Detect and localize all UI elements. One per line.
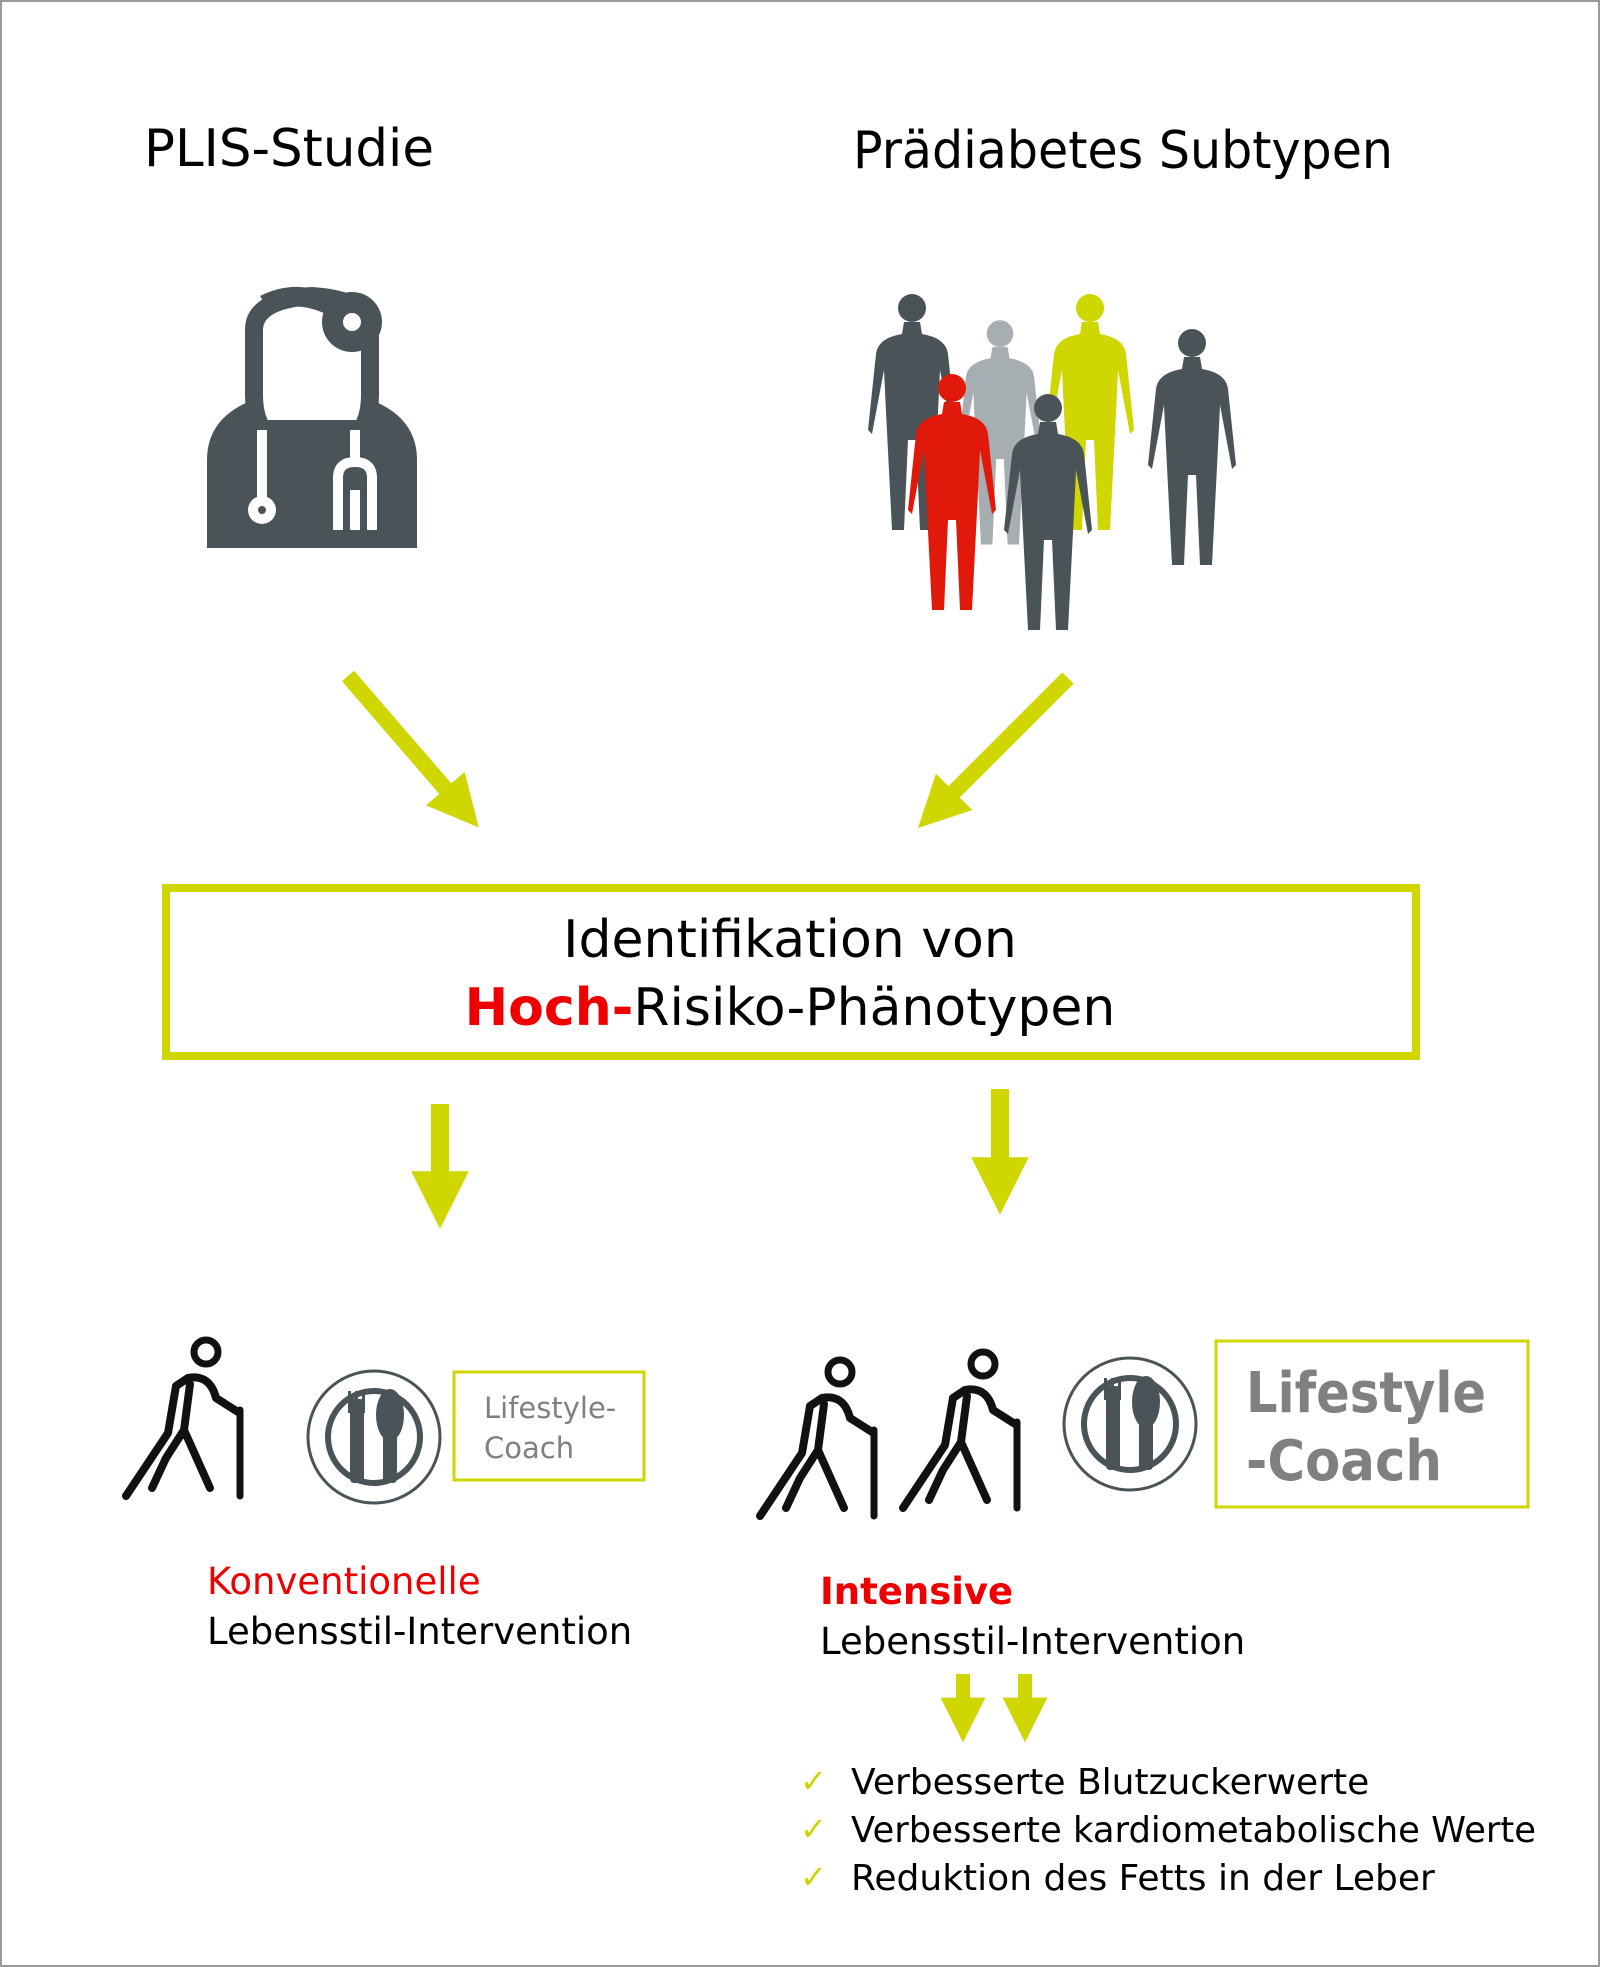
coach-line1: Lifestyle: [1246, 1361, 1486, 1426]
conventional-intervention-label: Lebensstil-Intervention: [207, 1610, 632, 1653]
check-icon: ✓: [800, 1858, 827, 1896]
outcome-item: Verbesserte kardiometabolische Werte: [851, 1810, 1536, 1851]
outcome-item: Verbesserte Blutzuckerwerte: [851, 1762, 1369, 1803]
coach-line2: -Coach: [1246, 1429, 1442, 1494]
coach-line2: Coach: [484, 1431, 574, 1465]
box-line1: Identifikation von: [563, 910, 1017, 970]
arrow-down-right: [341, 670, 479, 828]
box-highlight: Hoch-: [465, 978, 634, 1038]
lifestyle-coach-box-large: [1214, 1339, 1530, 1509]
box-line2: Hoch-Risiko-Phänotypen: [465, 978, 1116, 1038]
intensive-intervention-label: Lebensstil-Intervention: [820, 1620, 1245, 1663]
box-rest: Risiko-Phänotypen: [633, 978, 1115, 1038]
high-risk-phenotype-box: [162, 884, 1420, 1060]
outcome-item: Reduktion des Fetts in der Leber: [851, 1858, 1435, 1899]
lifestyle-coach-box-small: [452, 1370, 646, 1482]
praediabetes-subtypen-title: Prädiabetes Subtypen: [853, 121, 1393, 181]
conventional-label: Konventionelle: [207, 1560, 481, 1603]
doctor-stethoscope-icon: [207, 286, 417, 548]
check-icon: ✓: [800, 1762, 827, 1800]
outcome-list: ✓ Verbesserte Blutzuckerwerte ✓ Verbesse…: [800, 1762, 1536, 1899]
intensive-label: Intensive: [820, 1570, 1013, 1613]
check-icon: ✓: [800, 1810, 827, 1848]
coach-line1: Lifestyle-: [484, 1391, 616, 1425]
plis-studie-title: PLIS-Studie: [144, 119, 434, 179]
arrow-down-left: [917, 672, 1074, 829]
